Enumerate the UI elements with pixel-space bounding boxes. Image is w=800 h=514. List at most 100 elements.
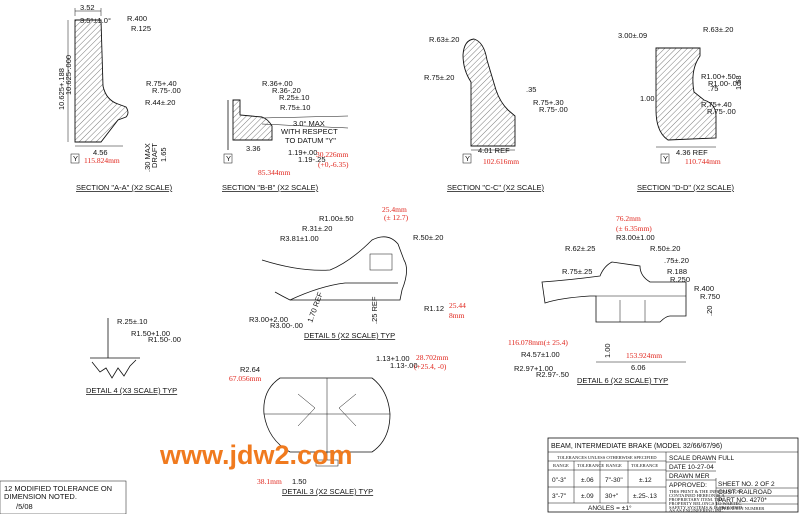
bb-dim-r36-lower: R.36-.20 bbox=[272, 86, 301, 95]
cc-dim-ref: 4.01 REF bbox=[478, 146, 510, 155]
d5-dim-r112: R1.12 bbox=[424, 304, 444, 313]
dd-dim-r63: R.63±.20 bbox=[703, 25, 733, 34]
aa-red-mm: 115.824mm bbox=[84, 156, 120, 165]
sheet-no: SHEET NO. 2 OF 2 bbox=[718, 481, 775, 488]
d3-caption: DETAIL 3 (X2 SCALE) TYP bbox=[282, 487, 373, 496]
d5-dim-r300: R3.00+2.00 bbox=[249, 315, 288, 324]
cc-dim-35: .35 bbox=[526, 85, 536, 94]
d5-dim-25: .25 REF bbox=[370, 296, 379, 324]
bb-note-3: TO DATUM "Y" bbox=[285, 136, 336, 145]
cc-dim-r75: R.75±.20 bbox=[424, 73, 454, 82]
cc-dim-r75b: R.75+.30 bbox=[533, 98, 564, 107]
drawing-title: BEAM, INTERMEDIATE BRAKE (MODEL 32/66/67… bbox=[551, 443, 722, 450]
notice-line-1: THIS PRINT & THE INFORMATION bbox=[669, 489, 742, 494]
bb-dim-1-19-lower: 1.19-.25 bbox=[298, 155, 326, 164]
d5-red-mm3: 8mm bbox=[449, 311, 465, 320]
d5-dim-r50: R.50±.20 bbox=[413, 233, 443, 242]
bb-dim-r75: R.75±.10 bbox=[280, 103, 310, 112]
bb-note-1: 3.0° MAX bbox=[293, 119, 325, 128]
notice-line-5: SAFETY SYSTEMS & IS PROVIDED bbox=[669, 505, 743, 510]
d6-dim-r457: R4.57±1.00 bbox=[521, 350, 560, 359]
aa-dim-height: 10.625+.188 bbox=[57, 68, 66, 110]
aa-dim-r400: R.400 bbox=[127, 14, 147, 23]
notice-line-4: PROPERTY BELONGS TO WABTEC bbox=[669, 501, 741, 506]
section-c-c-profile bbox=[462, 38, 516, 147]
d6-dim-r75: R.75±.25 bbox=[562, 267, 592, 276]
d6-dim-75: .75±.20 bbox=[664, 256, 689, 265]
tol-row1-tol1: ±.06 bbox=[581, 477, 594, 484]
revision-note-line-1: 12 MODIFIED TOLERANCE ON bbox=[4, 484, 112, 493]
section-a-a: 3.52 3.5°±1.0° R.400 R.125 10.625+.188 1… bbox=[57, 3, 181, 192]
bb-red-mm: 30.226mm bbox=[316, 150, 348, 159]
dd-dim-75: .75 bbox=[708, 84, 718, 93]
notice-line-6: AS AS ENGINEERING INC. bbox=[669, 508, 724, 513]
section-a-a-profile bbox=[74, 19, 129, 143]
d6-dim-6-06: 6.06 bbox=[631, 363, 646, 372]
d6-red-mm: 76.2mm bbox=[616, 214, 641, 223]
dd-dim-r100: R1.00+.50 bbox=[701, 72, 736, 81]
tol-col-range-1: RANGE bbox=[553, 463, 569, 468]
d3-red-mm3: 38.1mm bbox=[257, 477, 282, 486]
title-block: BEAM, INTERMEDIATE BRAKE (MODEL 32/66/67… bbox=[547, 437, 799, 513]
d6-red-mm3: 153.924mm bbox=[626, 351, 662, 360]
cc-red-mm: 102.616mm bbox=[483, 157, 519, 166]
d3-red-mm: 67.056mm bbox=[229, 374, 261, 383]
detail-3-outline bbox=[263, 377, 391, 453]
bb-note-2: WITH RESPECT bbox=[281, 127, 338, 136]
bb-caption: SECTION "B-B" (X2 SCALE) bbox=[222, 183, 319, 192]
d4-dim-r150-lower: R1.50-.00 bbox=[148, 335, 181, 344]
dd-datum-y: Y bbox=[663, 154, 668, 163]
operation-number: OPERATION NUMBER bbox=[718, 506, 765, 511]
detail-6-outline bbox=[541, 261, 687, 323]
aa-dim-1-65: 1.65 bbox=[159, 147, 168, 162]
detail-3: R2.64 67.056mm 1.13+1.00 1.13-.00 28.702… bbox=[229, 353, 448, 496]
d5-red-mm: 25.4mm bbox=[382, 205, 407, 214]
aa-dim-r75-lower: R.75-.00 bbox=[152, 86, 181, 95]
cc-datum-y: Y bbox=[465, 154, 470, 163]
revision-date: /5/08 bbox=[16, 502, 33, 511]
tol-row2-tol2: ±.25-.13 bbox=[633, 493, 657, 500]
d3-red-tol: (+25.4, -0) bbox=[414, 362, 447, 371]
aa-dim-width: 3.52 bbox=[80, 3, 95, 12]
detail-6: 76.2mm (± 6.35mm) R3.00±1.00 R.62±.25 R.… bbox=[508, 214, 720, 385]
tol-row2-range1: 3"-7" bbox=[552, 493, 567, 500]
angles-tolerance: ANGLES = ±1° bbox=[588, 504, 632, 512]
notice-line-3: PROPRIETARY ITEM. THE bbox=[669, 497, 723, 502]
detail-5: 25.4mm (± 12.7) R1.00±.50 R.31±.20 R3.81… bbox=[249, 205, 466, 340]
d6-dim-r300: R3.00±1.00 bbox=[616, 233, 655, 242]
aa-dim-angle: 3.5°±1.0° bbox=[80, 16, 111, 25]
tol-row1-range2: 7"-30" bbox=[605, 477, 623, 484]
revision-note-line-2: DIMENSION NOTED. bbox=[4, 492, 77, 501]
tol-row1-range1: 0"-3" bbox=[552, 477, 567, 484]
d5-dim-r300-lower: R3.00-.00 bbox=[270, 321, 303, 330]
d5-dim-r31: R.31±.20 bbox=[302, 224, 332, 233]
bb-dim-r25: R.25±.10 bbox=[279, 93, 309, 102]
d6-red-tol: (± 6.35mm) bbox=[616, 224, 652, 233]
tol-row1-tol2: ±.12 bbox=[639, 477, 652, 484]
d3-dim-150: 1.50 bbox=[292, 477, 307, 486]
cc-dim-r63: R.63±.20 bbox=[429, 35, 459, 44]
d6-dim-r188: R.188 bbox=[667, 267, 687, 276]
section-c-c: R.63±.20 R.75±.20 .35 R.75+.30 R.75-.00 … bbox=[424, 35, 568, 192]
d4-dim-r25: R.25±.10 bbox=[117, 317, 147, 326]
bb-red-mm2: 85.344mm bbox=[258, 168, 290, 177]
d6-dim-r50: R.50±.20 bbox=[650, 244, 680, 253]
tol-row2-tol1: ±.09 bbox=[581, 493, 594, 500]
section-b-b-profile bbox=[232, 99, 273, 141]
tolerance-header: TOLERANCES UNLESS OTHERWISE SPECIFIED bbox=[557, 455, 657, 460]
d6-dim-r62: R.62±.25 bbox=[565, 244, 595, 253]
aa-caption: SECTION "A-A" (X2 SCALE) bbox=[76, 183, 173, 192]
section-b-b: R.36+.00 R.36-.20 R.25±.10 R.75±.10 3.0°… bbox=[222, 79, 349, 192]
detail-5-outline bbox=[261, 236, 407, 301]
scale-label: SCALE DRAWN FULL bbox=[669, 455, 735, 462]
cc-dim-r75b-lower: R.75-.00 bbox=[539, 105, 568, 114]
tol-col-range-2: RANGE bbox=[606, 463, 622, 468]
watermark-text: www.jdw2.com bbox=[159, 440, 353, 470]
aa-dim-draft-max: .30 MAX bbox=[143, 143, 152, 172]
d5-dim-r381: R3.81±1.00 bbox=[280, 234, 319, 243]
dd-dim-1-00: 1.00 bbox=[640, 94, 655, 103]
tol-col-tol-1: TOLERANCE bbox=[577, 463, 604, 468]
dd-dim-r75: R.75+.40 bbox=[701, 100, 732, 109]
aa-dim-height-lower: 10.625-.000 bbox=[64, 55, 73, 95]
